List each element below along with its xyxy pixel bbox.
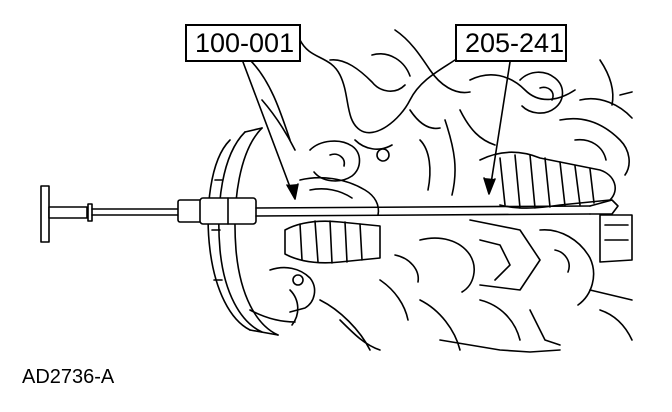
figure-id-label: AD2736-A: [22, 366, 115, 388]
tool-callout-205-241: 205-241: [455, 24, 567, 62]
engine-components-background: [250, 30, 632, 195]
subframe-components: [380, 215, 632, 352]
steering-gear-boot: [480, 152, 615, 208]
cv-joint-boot: [285, 178, 380, 263]
callout-leaders: [243, 62, 510, 199]
slide-hammer-tool: [41, 186, 618, 242]
lower-control-arm: [250, 268, 380, 350]
tool-callout-100-001: 100-001: [185, 24, 301, 62]
brake-rotor: [208, 128, 278, 335]
